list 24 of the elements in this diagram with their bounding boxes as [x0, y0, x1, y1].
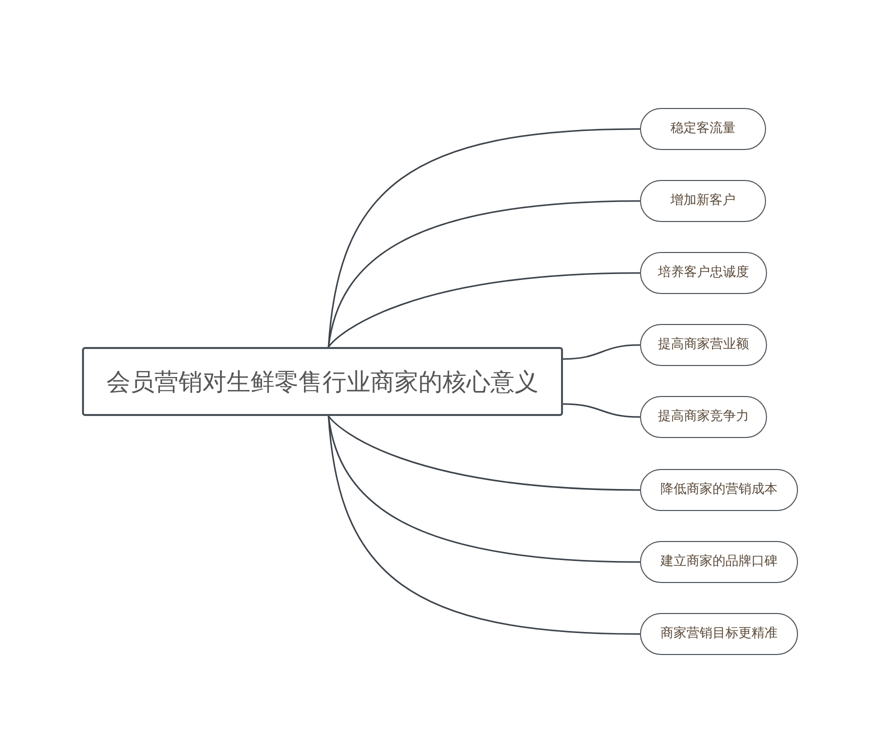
connector-line — [562, 403, 640, 418]
topic-text: 增加新客户 — [670, 192, 736, 210]
subtopic-pill — [640, 324, 767, 366]
connector-line — [328, 416, 640, 635]
topic-text: 稳定客流量 — [670, 120, 736, 138]
topic-text: 提高商家竞争力 — [658, 408, 749, 426]
connector-line — [328, 416, 640, 491]
subtopic-pill — [640, 469, 798, 511]
topic-text: 会员营销对生鲜零售行业商家的核心意义 — [106, 366, 538, 398]
subtopic-pill — [640, 541, 798, 583]
subtopic-pill — [640, 108, 766, 150]
connector-line — [328, 272, 640, 348]
connector-line — [562, 344, 640, 360]
topic-text: 建立商家的品牌口碑 — [660, 553, 778, 572]
central-topic-box — [82, 347, 563, 416]
topic-text: 商家营销目标更精准 — [660, 625, 778, 644]
topic-text: 提高商家营业额 — [658, 336, 749, 354]
topic-text: 降低商家的营销成本 — [660, 481, 778, 500]
topic-text: 培养客户忠诚度 — [658, 264, 749, 282]
subtopic-pill — [640, 252, 767, 294]
subtopic-pill — [640, 613, 798, 655]
subtopic-pill — [640, 396, 767, 438]
connector-line — [328, 200, 640, 348]
subtopic-pill — [640, 180, 766, 222]
